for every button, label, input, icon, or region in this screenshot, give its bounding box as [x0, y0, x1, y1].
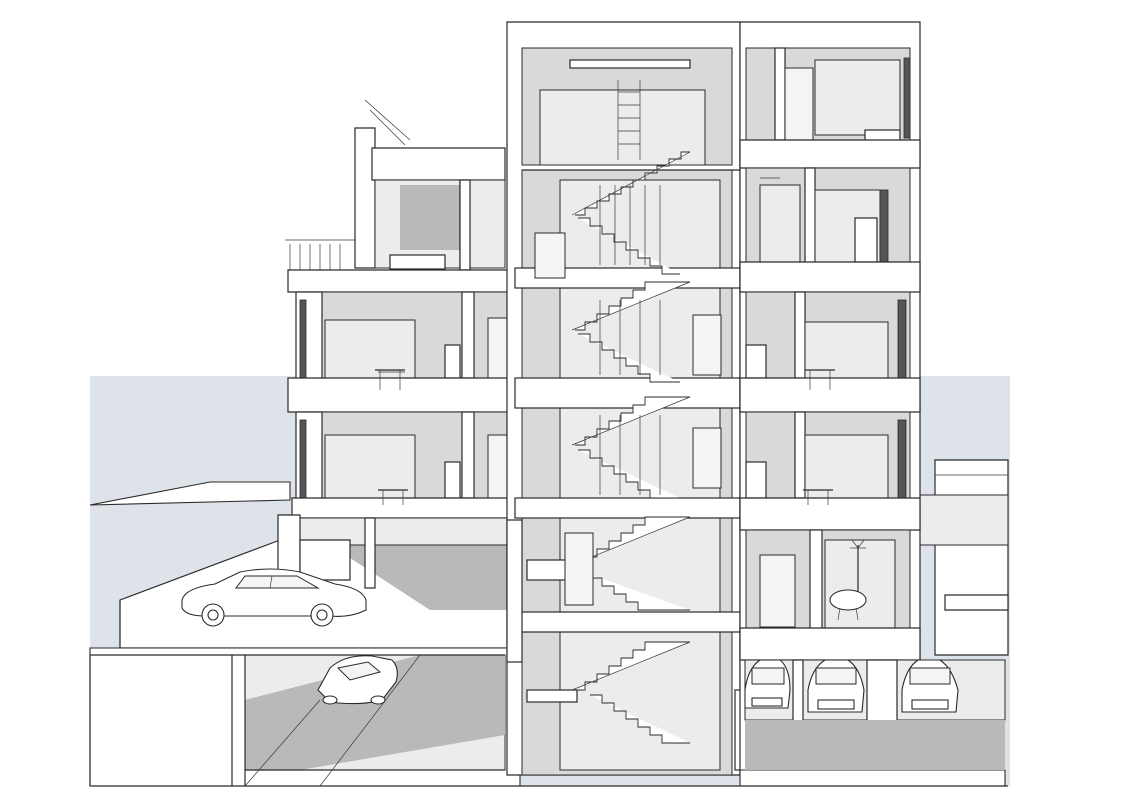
coat-rack — [850, 539, 866, 600]
desk-right-2 — [803, 489, 833, 505]
car-garage-3 — [901, 659, 959, 713]
core-door-4 — [564, 532, 594, 606]
desk-left-1 — [375, 369, 405, 390]
core-wall-lower — [506, 519, 523, 663]
roof-ladder — [617, 80, 641, 160]
balcony-rails — [285, 99, 411, 270]
lounge-chair — [829, 589, 867, 621]
right-neighbour-building — [914, 459, 1009, 656]
desk-right-1 — [805, 369, 835, 390]
desk-left-2 — [378, 489, 408, 505]
left-terrain — [89, 481, 291, 506]
car-basement-left — [317, 655, 398, 705]
stair-core — [506, 21, 744, 776]
left-wing — [277, 127, 521, 589]
balustrade — [599, 185, 661, 495]
car-garage-2 — [807, 659, 865, 713]
basement-left — [89, 647, 521, 787]
car-driveway — [181, 568, 367, 627]
core-door-2 — [692, 314, 722, 376]
car-garage-1 — [744, 659, 791, 709]
core-door-3 — [692, 427, 722, 489]
core-door-1 — [534, 232, 566, 279]
